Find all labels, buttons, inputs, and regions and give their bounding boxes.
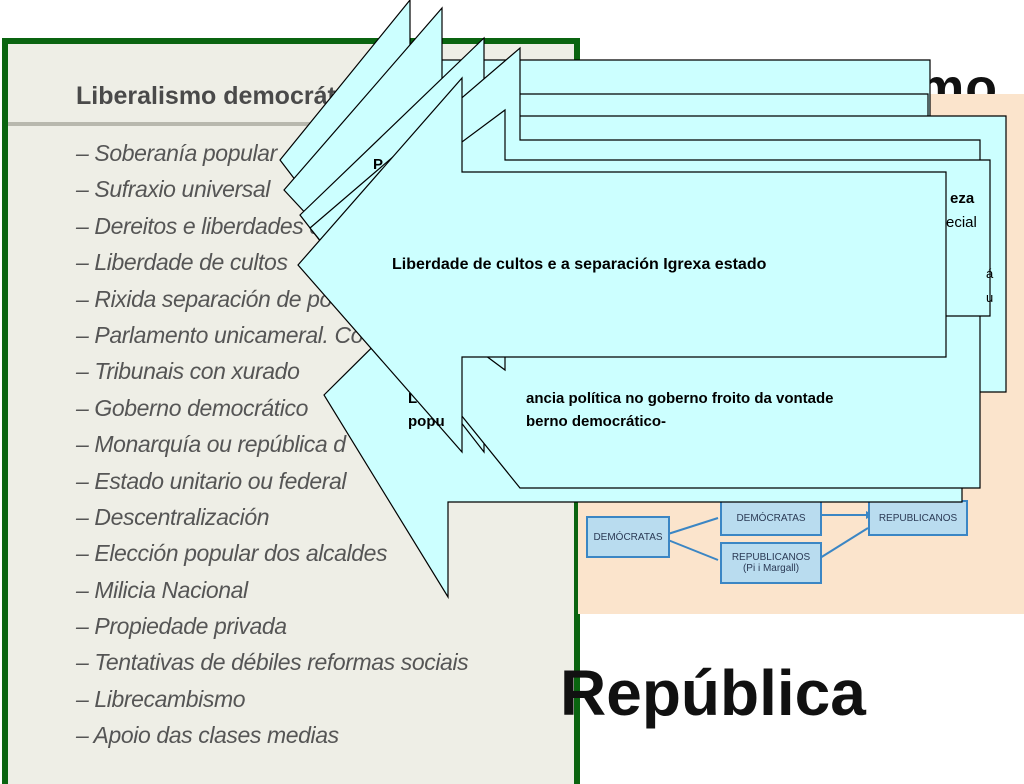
- list-item: – Tribunais con xurado: [76, 358, 300, 385]
- list-item: – Goberno democrático: [76, 394, 308, 421]
- list-item: – Parlamento unicameral. Co: [76, 321, 364, 348]
- right-fragment-2: ecial: [946, 214, 977, 231]
- list-item: – Estado unitario ou federal: [76, 467, 347, 494]
- diagram-box-republicanos-right: REPUBLICANOS: [868, 500, 968, 536]
- diagram-box-democratas-top: DEMÓCRATAS: [720, 500, 822, 536]
- scan-list: – Soberanía popular – Sufraxio universal…: [76, 140, 469, 759]
- right-fragment-3: á: [986, 266, 994, 281]
- scan-title: Liberalismo democrát: [76, 82, 336, 110]
- list-item: – Rixida separación de po: [76, 285, 332, 312]
- arrow-fragment-l: L: [408, 390, 418, 407]
- list-item: – Tentativas de débiles reformas sociais: [76, 649, 469, 676]
- list-item: – Descentralización: [76, 503, 270, 530]
- arrow-shape-front: [297, 76, 947, 454]
- right-fragment-4: u: [986, 290, 994, 305]
- right-fragment-1: eza: [950, 190, 975, 207]
- diagram-box-democratas-left: DEMÓCRATAS: [586, 516, 670, 558]
- list-item: – Monarquía ou república d: [76, 431, 346, 458]
- list-item: – Milicia Nacional: [76, 576, 248, 603]
- republica-heading: República: [560, 657, 866, 729]
- list-item: – Dereitos e liberdades d: [76, 212, 322, 239]
- list-item: – Liberdade de cultos: [76, 249, 288, 276]
- list-item: – Propiedade privada: [76, 613, 287, 640]
- list-item: – Apoio das clases medias: [76, 722, 339, 749]
- arrow-callouts: [279, 0, 1007, 600]
- diagram-label: REPUBLICANOS: [731, 552, 811, 563]
- diagram-label: REPUBLICANOS: [878, 512, 958, 524]
- arrow-fragment-p: P: [373, 156, 384, 173]
- arrow-lower-line2-start: popu: [408, 413, 445, 430]
- arrow-lower-line1: ancia política no goberno froito da vont…: [526, 390, 834, 407]
- scan-divider: [8, 122, 568, 126]
- arrow-front-label: Liberdade de cultos e a separación Igrex…: [392, 256, 767, 273]
- diagram-label: DEMÓCRATAS: [736, 512, 806, 524]
- list-item: – Librecambismo: [76, 685, 246, 712]
- diagram-label: DEMÓCRATAS: [593, 531, 663, 543]
- diagram-sublabel: (Pi i Margall): [742, 563, 800, 574]
- list-item: – Sufraxio universal: [76, 176, 270, 203]
- arrow-lower-line2-end: berno democrático-: [526, 413, 667, 430]
- diagram-box-republicanos-bottom: REPUBLICANOS (Pi i Margall): [720, 542, 822, 584]
- list-item: – Elección popular dos alcaldes: [76, 540, 388, 567]
- list-item: – Soberanía popular: [76, 140, 277, 166]
